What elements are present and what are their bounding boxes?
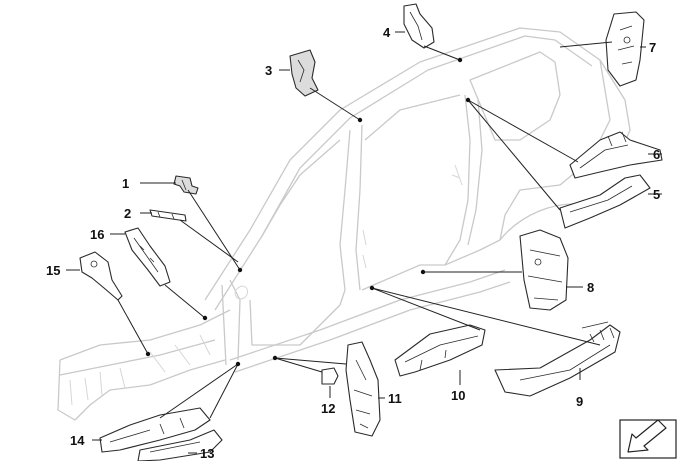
callout-4: 4 <box>383 25 391 40</box>
part-8-panel <box>519 229 569 311</box>
part-12-clip <box>321 367 339 385</box>
part-14-foot <box>99 407 211 453</box>
part-16-reinforcement <box>124 227 171 287</box>
part-2-reinforcement <box>149 209 187 222</box>
car-body-frame <box>57 27 631 421</box>
callout-16: 16 <box>90 227 104 242</box>
callout-12: 12 <box>321 401 335 416</box>
part-10-bracket <box>394 324 486 377</box>
callout-2: 2 <box>124 206 131 221</box>
callout-15: 15 <box>46 263 60 278</box>
part-11-panel <box>345 341 381 437</box>
part-5-rail <box>559 174 651 229</box>
callout-14: 14 <box>70 433 85 448</box>
callout-7: 7 <box>649 40 656 55</box>
callout-11: 11 <box>388 391 402 406</box>
callout-6: 6 <box>653 147 660 162</box>
callout-9: 9 <box>576 394 583 409</box>
callout-13: 13 <box>200 446 214 461</box>
callout-1: 1 <box>122 176 129 191</box>
part-6-rail <box>569 131 663 179</box>
part-1-bracket <box>173 175 199 195</box>
part-15-hinge <box>79 251 123 301</box>
callout-10: 10 <box>451 388 465 403</box>
leader-lines <box>66 31 662 454</box>
part-7-panel <box>605 11 645 87</box>
callout-8: 8 <box>587 280 594 295</box>
callout-labels: 1 2 3 4 5 6 7 8 9 10 11 12 13 14 15 16 <box>46 25 660 461</box>
part-4-bracket <box>403 3 435 49</box>
part-3-bracket <box>289 49 319 97</box>
callout-3: 3 <box>265 63 272 78</box>
callout-5: 5 <box>653 187 660 202</box>
direction-arrow-icon <box>619 419 677 459</box>
part-9-sill <box>494 321 621 397</box>
